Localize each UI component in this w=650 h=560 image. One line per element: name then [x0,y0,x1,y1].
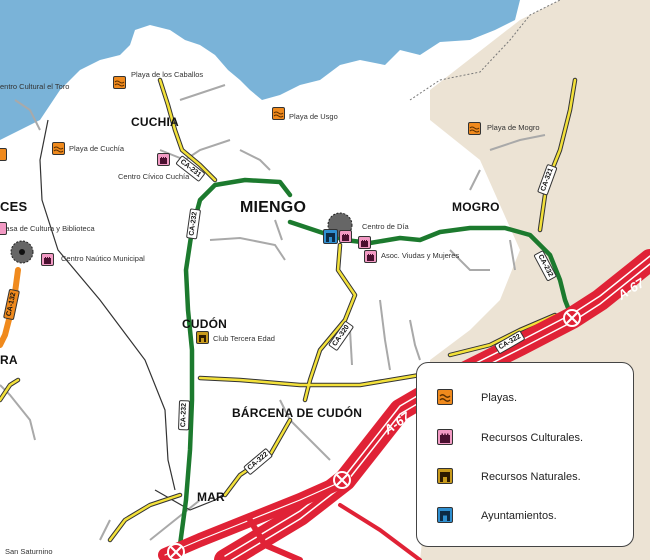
town-label-ra: RA [0,353,18,367]
municipal-line-west [39,119,176,491]
poi-label-club-tercera-edad: Club Tercera Edad [213,334,275,343]
castle-icon-casa-cultura [0,222,7,235]
poi-label-asoc-viudas: Asoc. Viudas y Mujeres [381,251,460,260]
poi-label-playa-usgo: Playa de Usgo [289,112,338,121]
poi-label-casa-cultura: Casa de Cultura y Biblioteca [0,224,95,233]
town-label-mar: MAR [197,490,225,504]
beach-icon-cuchia [52,142,65,155]
beach-icon [437,389,453,405]
castle-icon-asoc-viudas-2 [364,250,377,263]
town-label-mogro: MOGRO [452,200,500,214]
municipal-line-south [154,489,231,511]
beach-icon-toro [0,148,7,161]
beach-icon-mogro [468,122,481,135]
legend-label-culturales: Recursos Culturales. [481,432,584,444]
town-label-cuchia: CUCHIA [131,115,179,129]
town-label-cudon: CUDÓN [182,317,227,331]
gear-marker-west [10,240,34,264]
castle-icon-centro-civico [157,153,170,166]
town-label-ces: CES [0,199,28,214]
nature-icon-club-tercera-edad [196,331,209,344]
castle-icon-asoc-viudas-1 [358,236,371,249]
poi-label-playa-mogro: Playa de Mogro [487,123,540,132]
sea [0,0,520,140]
local-roads [0,84,546,541]
poi-label-centro-nautico: Centro Naútico Municipal [61,254,145,263]
interchange-east [563,309,581,327]
road-ca232-green [177,177,293,548]
poi-label-playa-caballos: Playa de los Caballos [131,70,204,79]
town-label-barcena: BÁRCENA DE CUDÓN [232,406,363,420]
beach-icon-usgo [272,107,285,120]
castle-icon [437,429,453,445]
castle-icon-centro-nautico [41,253,54,266]
interchange-center [333,471,351,489]
poi-label-playa-cuchia: Playa de Cuchía [69,144,125,153]
nature-icon [437,468,453,484]
beach-icon-caballos [113,76,126,89]
poi-label-centro-cultural-toro: entro Cultural el Toro [0,82,70,91]
town-hall-icon-miengo [323,229,338,244]
town-label-miengo: MIENGO [240,199,307,216]
poi-label-centro-civico-cuchia: Centro Cívico Cuchía [118,172,190,181]
interchange-southwest [167,543,185,560]
poi-label-san-saturnino: San Saturnino [5,547,53,556]
castle-icon-centro-dia [339,230,352,243]
legend-label-naturales: Recursos Naturales. [481,471,581,483]
town-hall-icon [437,507,453,523]
road-label-ca232-south: CA-232 [178,399,191,431]
legend: Playas. Recursos Culturales. Recursos Na… [416,362,634,547]
poi-label-centro-dia: Centro de Día [362,222,409,231]
legend-label-playas: Playas. [481,392,518,404]
legend-label-ayuntamientos: Ayuntamientos. [481,510,557,522]
